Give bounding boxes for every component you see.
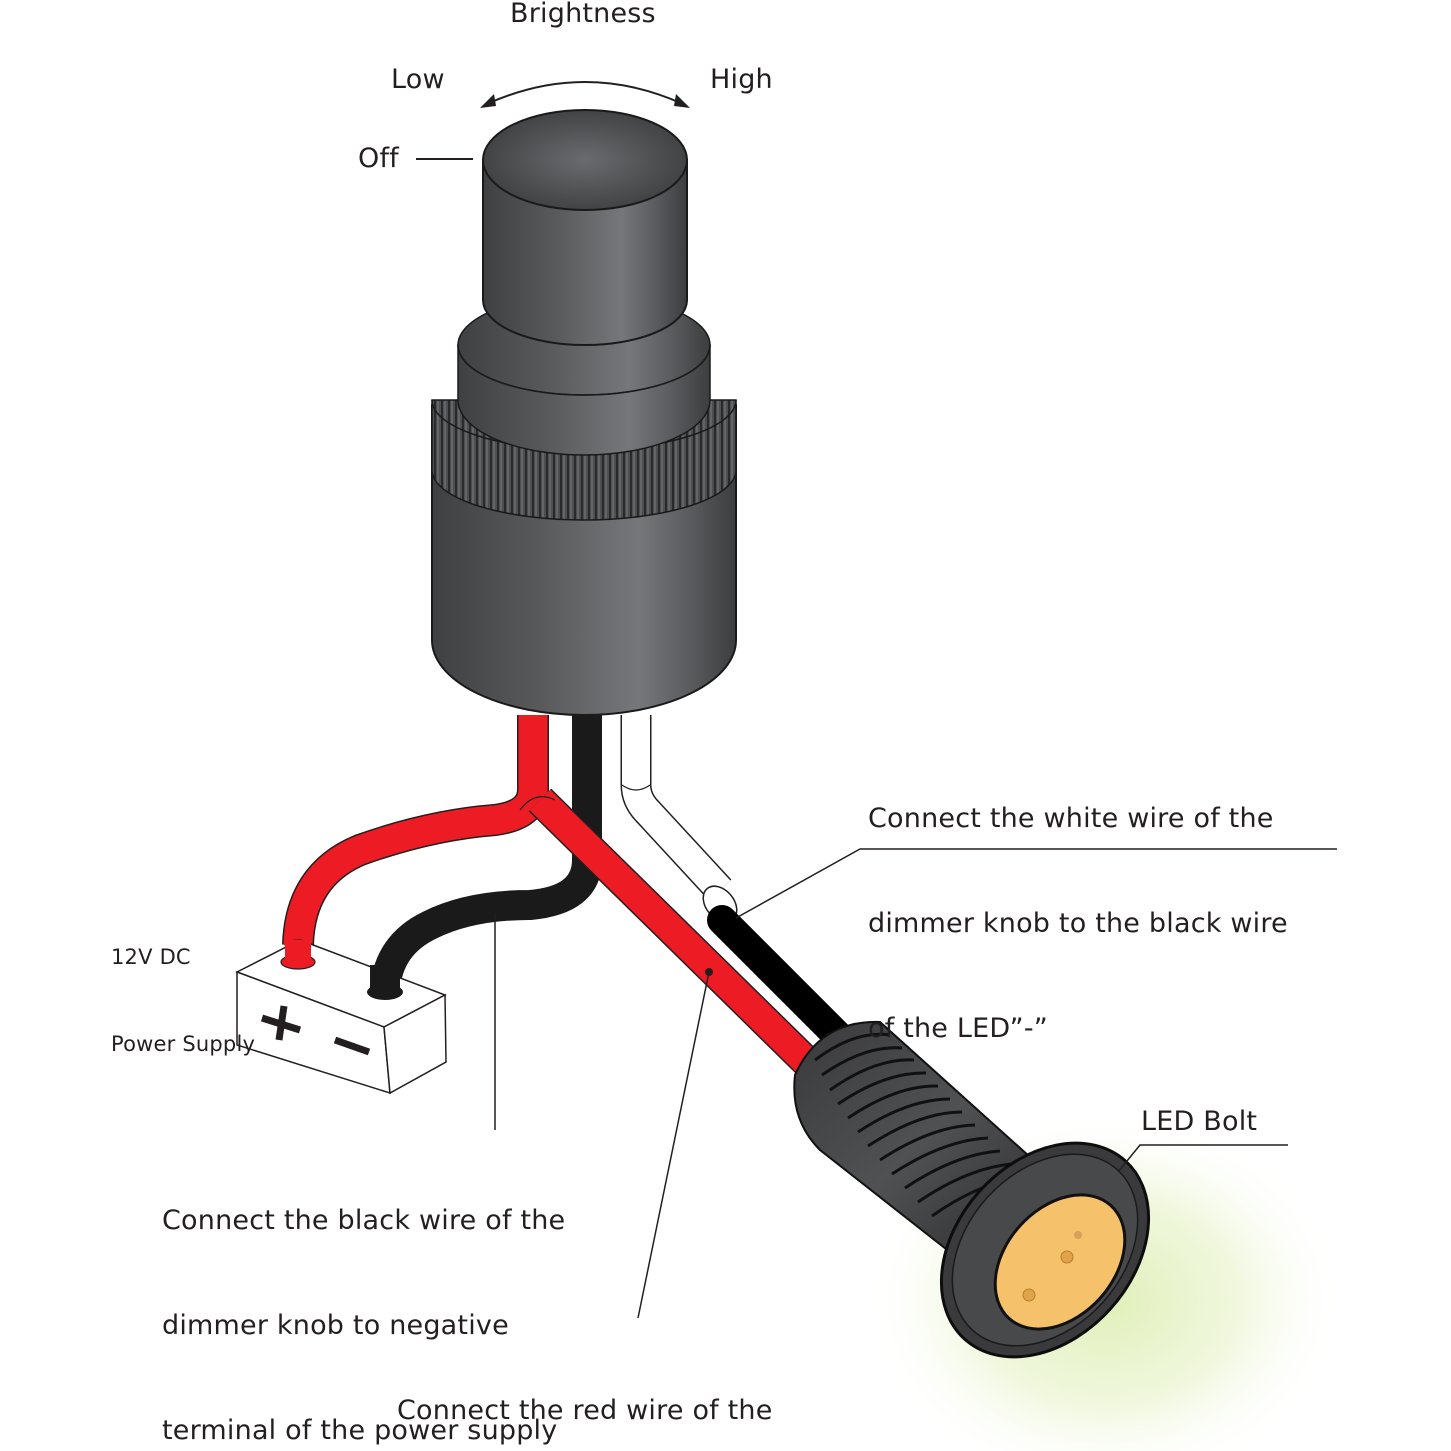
off-label: Off xyxy=(358,143,399,174)
positive-terminal-icon xyxy=(260,1005,302,1041)
white-wire-leader-line xyxy=(735,848,1337,919)
red-wire-callout: Connect the red wire of the dimmer knob … xyxy=(397,1395,773,1426)
led-leader-line xyxy=(1117,1144,1288,1173)
led-bolt-label: LED Bolt xyxy=(1141,1106,1258,1137)
power-supply-box xyxy=(235,939,447,1095)
brightness-arrow-icon xyxy=(480,81,690,108)
black-wire-callout: Connect the black wire of the dimmer kno… xyxy=(162,1205,566,1446)
led-black-wire xyxy=(707,905,857,1055)
white-wire-callout: Connect the white wire of the dimmer kno… xyxy=(868,803,1288,1044)
power-supply-label: 12V DC Power Supply xyxy=(111,945,256,1056)
red-wire-to-led xyxy=(519,788,832,1087)
black-wire-to-supply xyxy=(366,715,602,1001)
led-bolt xyxy=(793,1020,1151,1359)
brightness-title: Brightness xyxy=(510,0,656,29)
negative-terminal-icon xyxy=(333,1036,371,1056)
dimmer-knob xyxy=(431,109,737,716)
high-label: High xyxy=(710,64,773,95)
red-wire-leader-line xyxy=(637,971,710,1319)
low-label: Low xyxy=(391,64,445,95)
